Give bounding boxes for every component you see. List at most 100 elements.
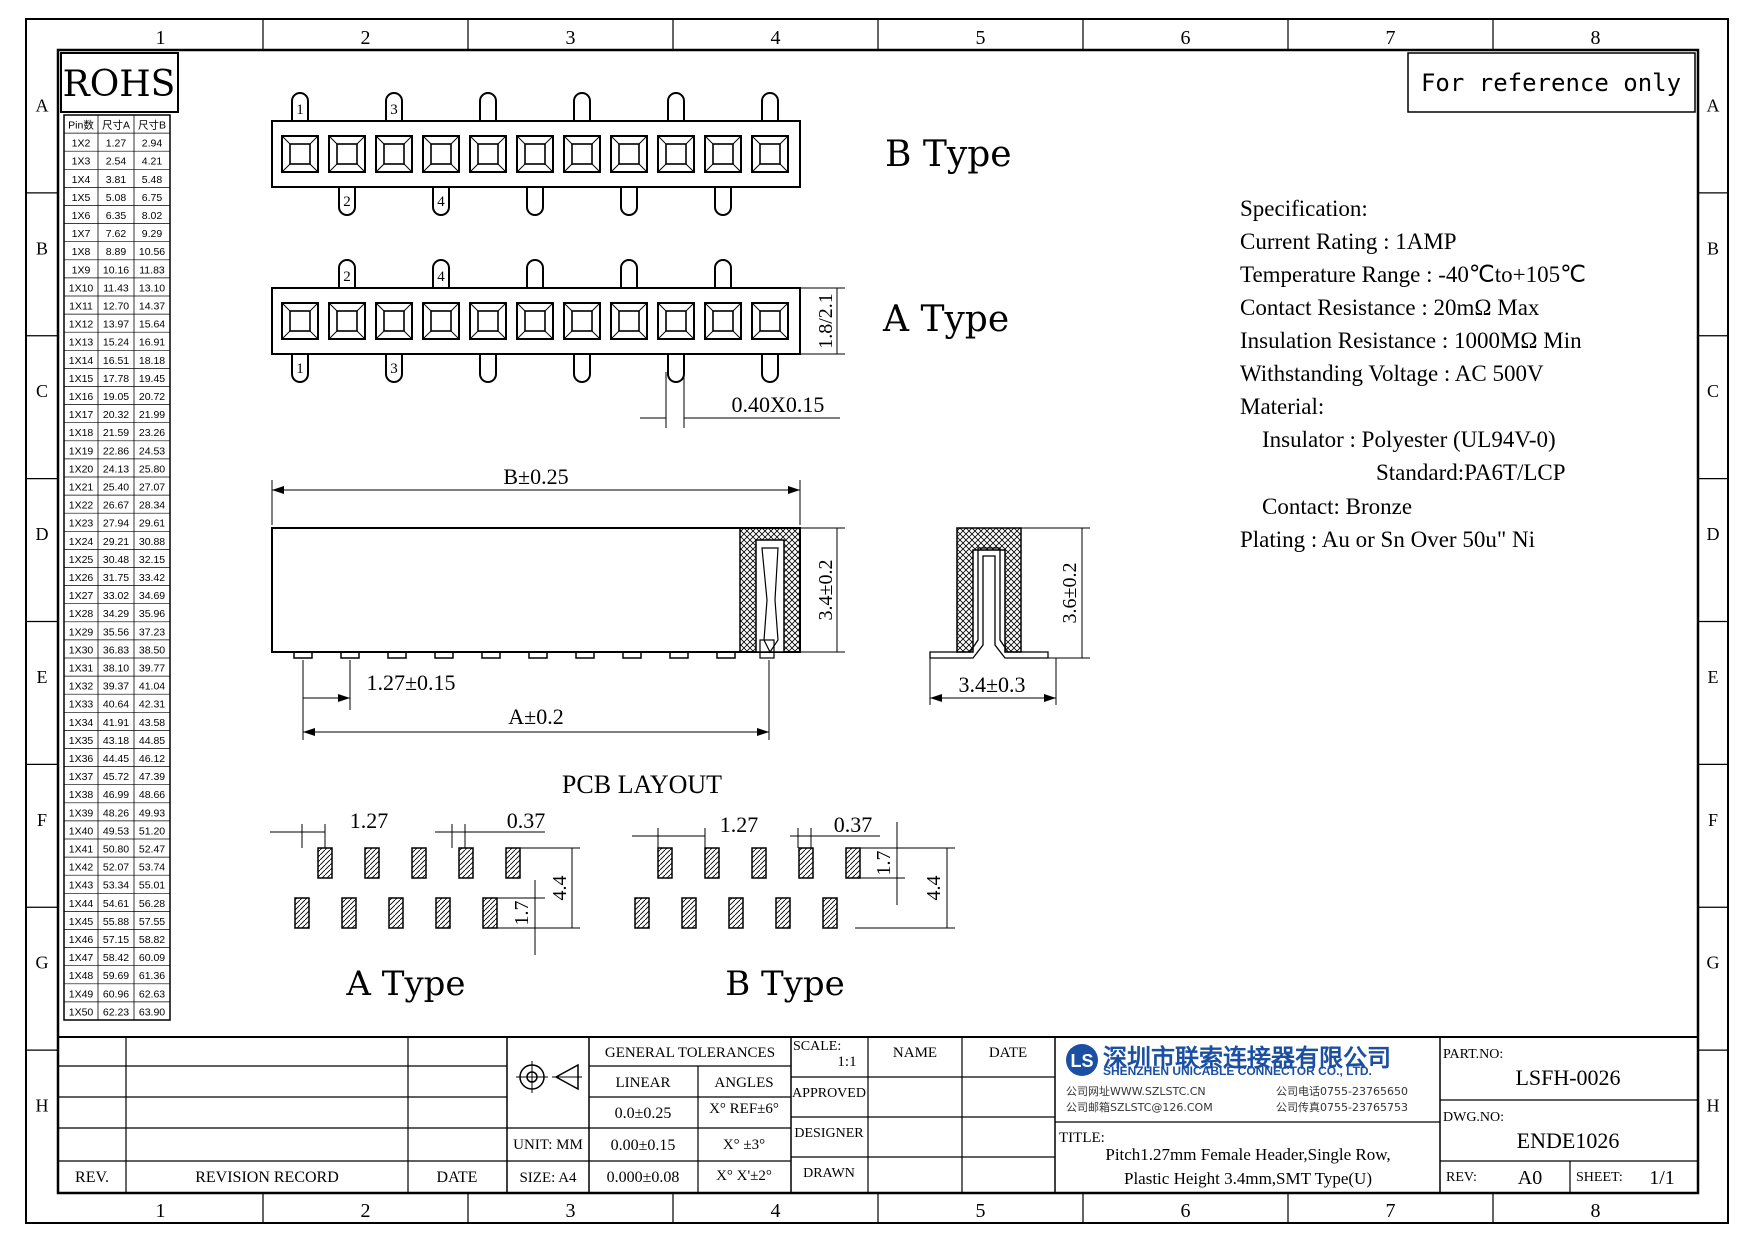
pin-lead	[761, 354, 779, 383]
contact-bevel	[469, 163, 479, 173]
pin-table-cell: 25.40	[103, 482, 129, 494]
contact-bevel	[591, 135, 601, 145]
pin-table-cell: 39.77	[139, 663, 165, 675]
contact-outer	[657, 135, 695, 173]
pin-table-cell: 1X22	[69, 500, 94, 512]
contact-bevel	[779, 163, 789, 173]
grid-row-label: C	[1707, 381, 1719, 401]
pin-table-cell: 6.75	[142, 192, 163, 204]
contact-bevel	[516, 135, 526, 145]
contact-bevel	[732, 302, 742, 312]
reference-note-text: For reference only	[1421, 69, 1681, 97]
contact-bevel	[704, 302, 714, 312]
contact-inner	[571, 310, 593, 332]
contact-inner	[665, 143, 687, 165]
contact-bevel	[328, 163, 338, 173]
company-name-cn: 深圳市联索连接器有限公司	[1103, 1044, 1391, 1072]
contact-inner	[477, 143, 499, 165]
contact-inner	[571, 143, 593, 165]
pin-table-cell: 1X9	[72, 264, 91, 276]
part-no-value: LSFH-0026	[1515, 1065, 1620, 1090]
pin-table-cell: 11.43	[103, 282, 129, 294]
contact-inner	[759, 310, 781, 332]
spec-line: Standard:PA6T/LCP	[1376, 460, 1566, 485]
pin-lead	[526, 259, 544, 288]
pin-table-header: Pin数	[68, 119, 94, 132]
pcb-b-h2: 4.4	[923, 876, 945, 901]
pin-table-cell: 1X12	[69, 319, 94, 331]
date-header: DATE	[437, 1169, 478, 1186]
pin-table-cell: 53.74	[139, 862, 165, 874]
pin-table-cell: 60.09	[139, 952, 165, 964]
pin-number: 1	[296, 102, 304, 118]
a-type-contacts	[281, 302, 789, 340]
scale-value: 1:1	[837, 1054, 856, 1070]
pin-lead	[526, 187, 544, 216]
pin-table-cell: 43.18	[103, 735, 129, 747]
side-pin	[716, 651, 736, 659]
pin-table-cell: 1X21	[69, 482, 94, 494]
contact-bevel	[685, 135, 695, 145]
pcb-a-h2: 4.4	[549, 876, 571, 901]
pin-table-cell: 14.37	[139, 301, 165, 313]
contact-bevel	[422, 330, 432, 340]
pcb-pad	[822, 897, 838, 929]
contact-bevel	[309, 302, 319, 312]
title-line-1: Pitch1.27mm Female Header,Single Row,	[1105, 1145, 1390, 1164]
pin-table-cell: 1X38	[69, 789, 94, 801]
pin-table-cell: 9.29	[142, 228, 163, 240]
contact-bevel	[422, 163, 432, 173]
tolerance-linear-3: 0.000±0.08	[607, 1169, 680, 1186]
pcb-layout-title: PCB LAYOUT	[562, 770, 722, 799]
pin-table-cell: 1X24	[69, 536, 94, 548]
pin-table-cell: 57.55	[139, 916, 165, 928]
company-phone: 公司电话0755-23765650	[1276, 1085, 1408, 1098]
contact-outer	[375, 302, 413, 340]
grid-col-label: 1	[156, 1200, 166, 1222]
pin-table-cell: 1X25	[69, 554, 94, 566]
pcb-pad	[505, 847, 521, 879]
contact-inner	[383, 310, 405, 332]
side-pin	[481, 651, 501, 659]
pcb-pad	[341, 897, 357, 929]
pin-table-cell: 23.26	[139, 427, 165, 439]
tolerance-angle-2: X° ±3°	[723, 1137, 765, 1153]
pin-table-cell: 49.93	[139, 807, 165, 819]
pin-table-cell: 1X42	[69, 862, 94, 874]
pin-lead	[291, 92, 309, 121]
pin-table-cell: 30.48	[103, 554, 129, 566]
pcb-pad	[845, 847, 861, 879]
pin-table-cell: 58.82	[139, 934, 165, 946]
grid-col-label: 8	[1591, 1200, 1601, 1222]
pin-table-cell: 60.96	[103, 988, 129, 1000]
pin-lead	[291, 354, 309, 383]
pin-table-cell: 63.90	[139, 1006, 165, 1018]
grid-row-label: C	[36, 381, 48, 401]
pin-table-cell: 33.02	[103, 590, 129, 602]
grid-col-label: 3	[566, 1200, 576, 1222]
contact-bevel	[751, 163, 761, 173]
contact-outer	[375, 135, 413, 173]
pin-table-cell: 34.69	[139, 590, 165, 602]
pcb-pad	[294, 897, 310, 929]
side-view-pins	[293, 651, 736, 659]
contact-bevel	[563, 163, 573, 173]
pin-table-cell: 16.91	[139, 337, 165, 349]
pin-table-cell: 1X37	[69, 771, 94, 783]
pcb-b-pad: 0.37	[834, 812, 873, 837]
company-web: 公司网址WWW.SZLSTC.CN	[1066, 1084, 1206, 1098]
contact-bevel	[657, 302, 667, 312]
height-34-dim: 3.4±0.2	[815, 560, 837, 621]
contact-bevel	[610, 302, 620, 312]
pcb-pad	[634, 897, 650, 929]
pin-lead	[667, 92, 685, 121]
tolerance-linear-2: 0.00±0.15	[611, 1137, 676, 1154]
pin-table-header: 尺寸B	[138, 119, 166, 132]
contact-bevel	[450, 330, 460, 340]
pin-table-cell: 10.56	[139, 246, 165, 258]
size-label: SIZE: A4	[519, 1170, 577, 1186]
pin-table-cell: 34.29	[103, 608, 129, 620]
grid-row-label: H	[1707, 1096, 1720, 1116]
pcb-layout-a: 1.27 0.37 1.7 4.4 A Type	[270, 808, 580, 1004]
